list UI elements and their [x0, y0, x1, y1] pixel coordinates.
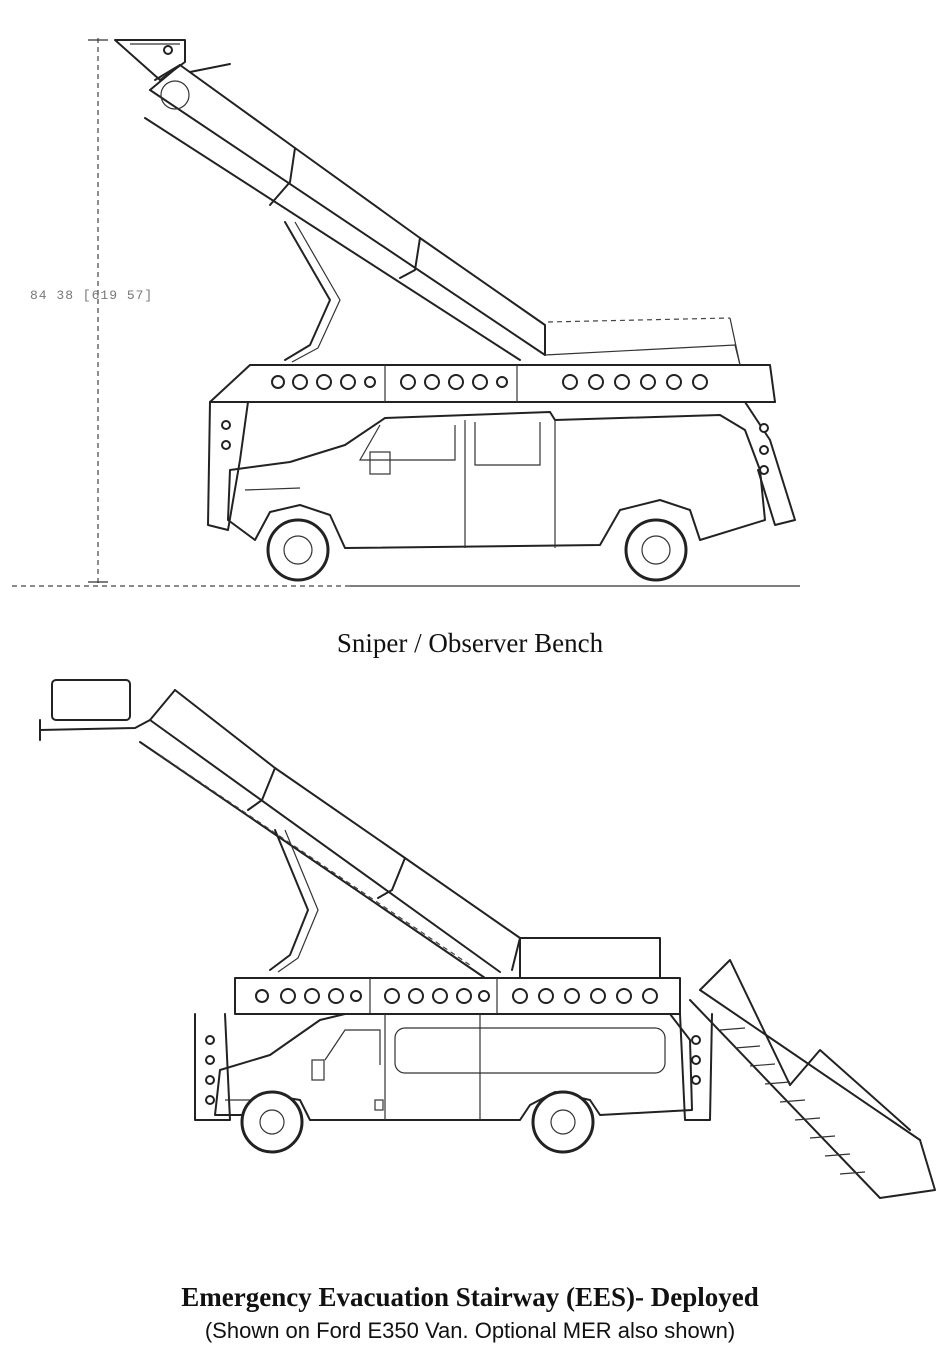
rack-legs-1 [207, 401, 796, 531]
dimension-label: 84 38 [619 57] [30, 288, 154, 303]
evacuation-stairway-drawing [39, 679, 936, 1199]
height-dimension-line [12, 38, 350, 587]
roof-rack-2 [234, 937, 681, 1015]
van-rear-wheel [531, 1090, 595, 1154]
stairway-top-platform [39, 679, 151, 741]
evacuation-stairway-caption: Emergency Evacuation Stairway (EES)- Dep… [181, 1282, 759, 1312]
observer-bench [114, 39, 231, 81]
pickup-truck [227, 411, 766, 549]
upper-stairway [139, 689, 521, 979]
rack-legs-2 [194, 1013, 713, 1121]
rear-stairway [689, 959, 936, 1199]
roof-rack-1 [209, 317, 776, 403]
truck-rear-wheel [624, 518, 688, 582]
truck-front-wheel [266, 518, 330, 582]
sniper-bench-caption: Sniper / Observer Bench [336, 628, 604, 658]
evacuation-stairway-subcaption: (Shown on Ford E350 Van. Optional MER al… [204, 1318, 736, 1343]
ford-e350-van [214, 1013, 693, 1121]
van-front-wheel [240, 1090, 304, 1154]
bench-ladder [144, 64, 546, 363]
sniper-bench-drawing [12, 38, 800, 587]
